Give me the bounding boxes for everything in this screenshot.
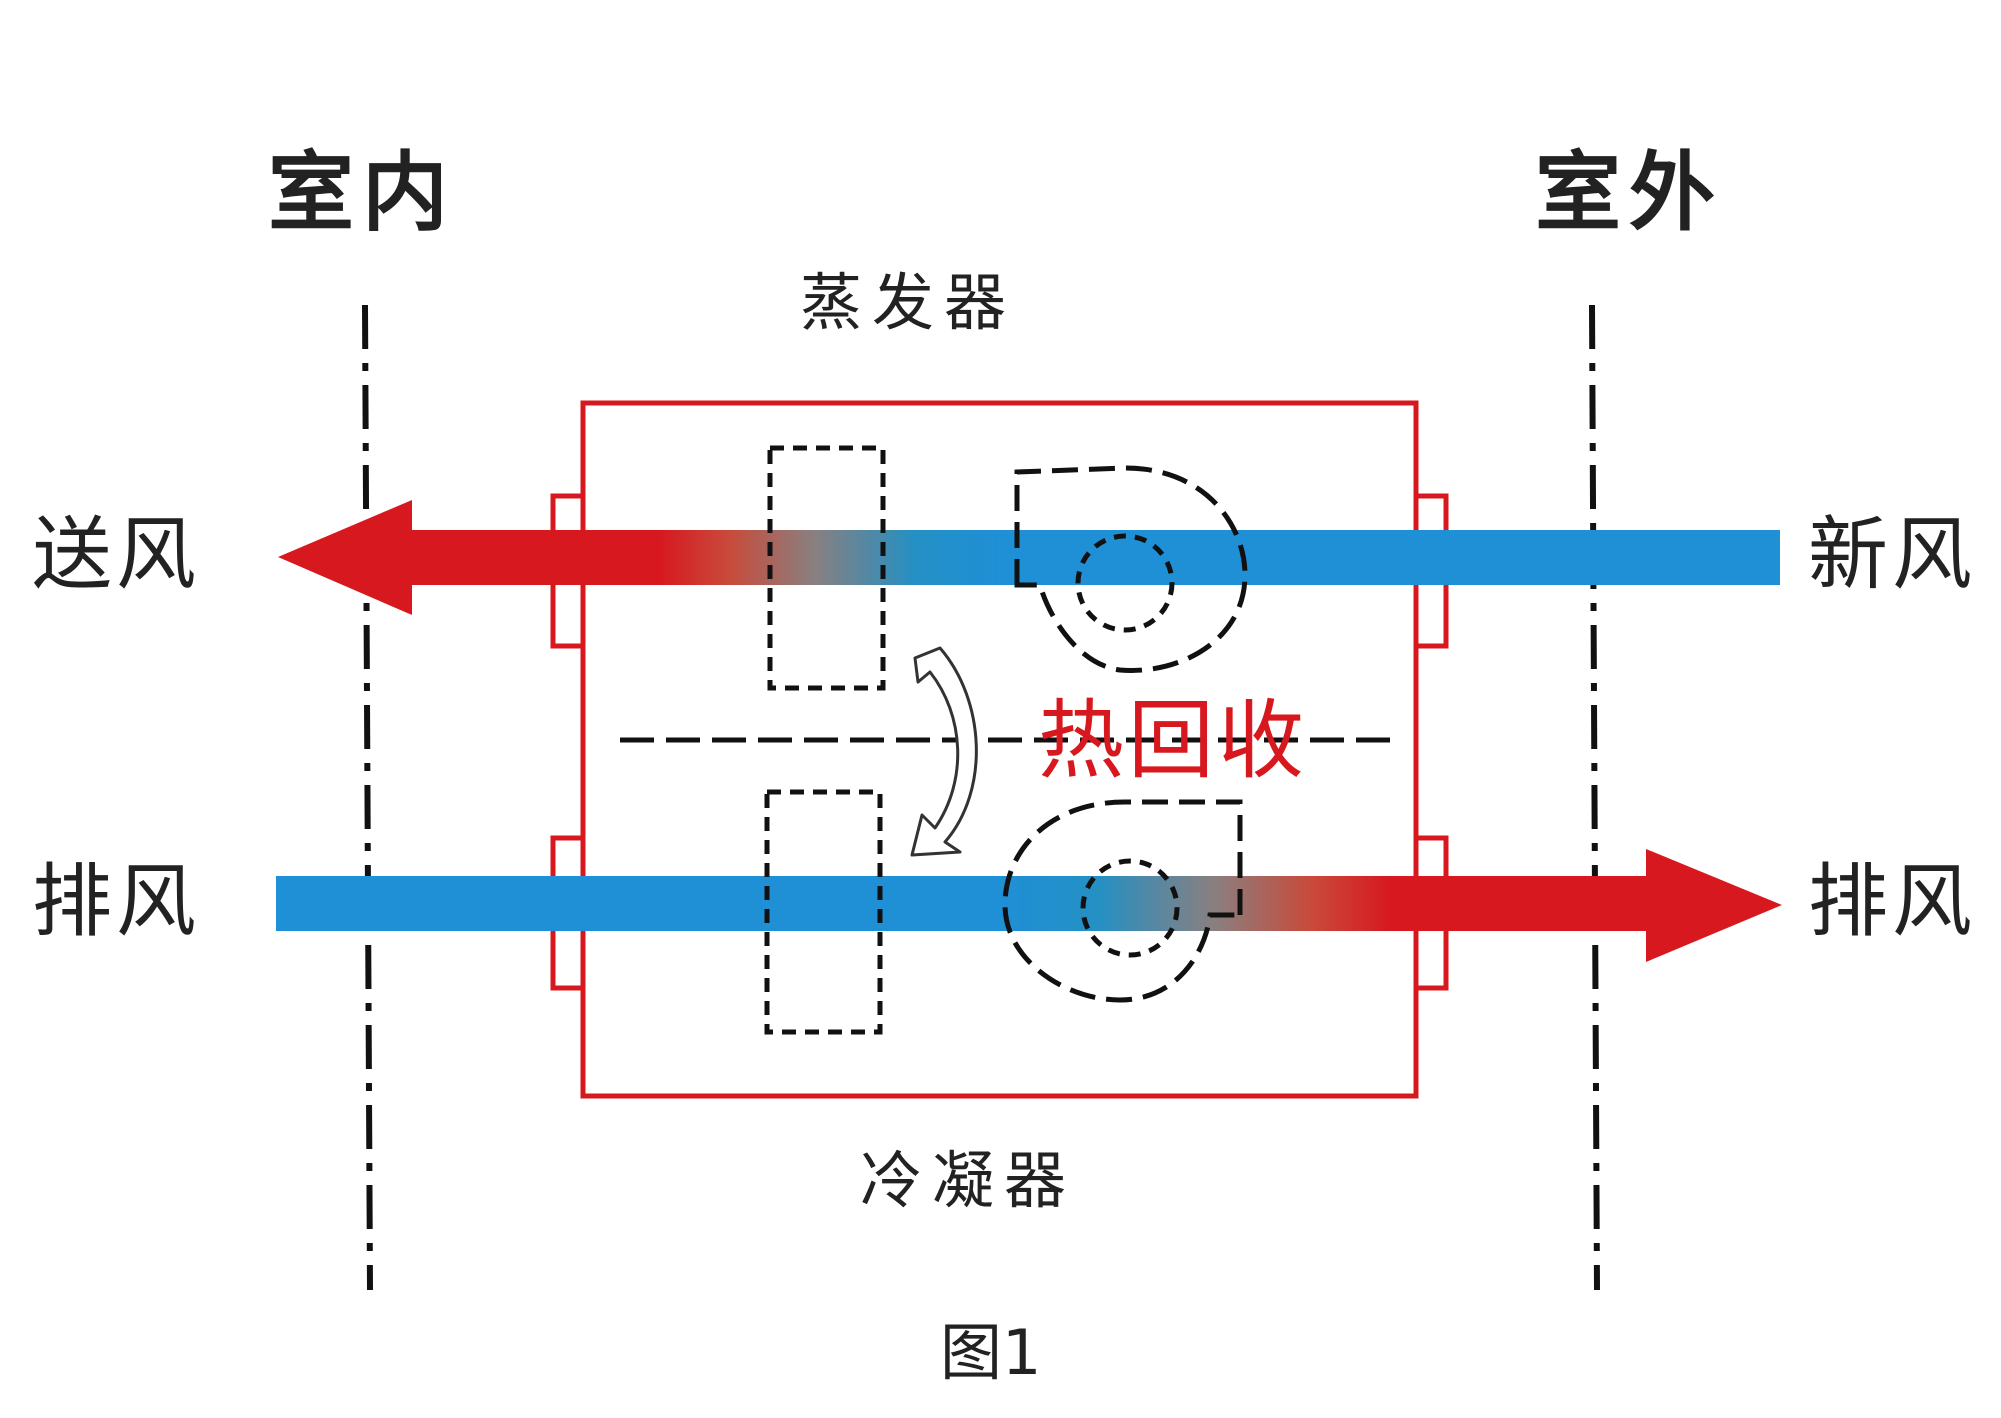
- exhaust-fan-impeller: [1080, 858, 1180, 958]
- exhaust-arrow-head: [1646, 849, 1782, 962]
- figure-caption: 图1: [940, 1316, 1042, 1389]
- exhaust-fan-housing: [1002, 799, 1243, 1003]
- indoor-label: 室内: [268, 143, 456, 243]
- outdoor-boundary-line: [1589, 304, 1600, 1291]
- heat-recovery-label: 热回收: [1038, 691, 1308, 791]
- outdoor-label: 室外: [1535, 143, 1723, 243]
- fresh-air-label: 新风: [1808, 508, 1976, 601]
- supply-fan-housing: [1014, 465, 1248, 673]
- fresh-air-stream: [1000, 530, 1780, 585]
- exhaust-out-stream: [1000, 876, 1652, 931]
- condenser-label: 冷凝器: [860, 1144, 1077, 1217]
- supply-arrow-head: [278, 500, 412, 615]
- condenser-coil: [764, 789, 883, 1035]
- supply-fan-impeller: [1075, 533, 1175, 633]
- evaporator-coil: [767, 445, 886, 691]
- supply-air-stream: [410, 530, 1010, 585]
- unit-housing: [580, 400, 1419, 1099]
- heat-exchange-arrow-icon: [910, 646, 978, 857]
- exhaust-air-label-right: 排风: [1808, 855, 1976, 948]
- exhaust-air-stream: [276, 876, 1016, 931]
- supply-air-label: 送风: [32, 508, 200, 601]
- exhaust-air-label-left: 排风: [32, 855, 200, 948]
- indoor-boundary-line: [362, 304, 373, 1291]
- evaporator-label: 蒸发器: [800, 266, 1017, 339]
